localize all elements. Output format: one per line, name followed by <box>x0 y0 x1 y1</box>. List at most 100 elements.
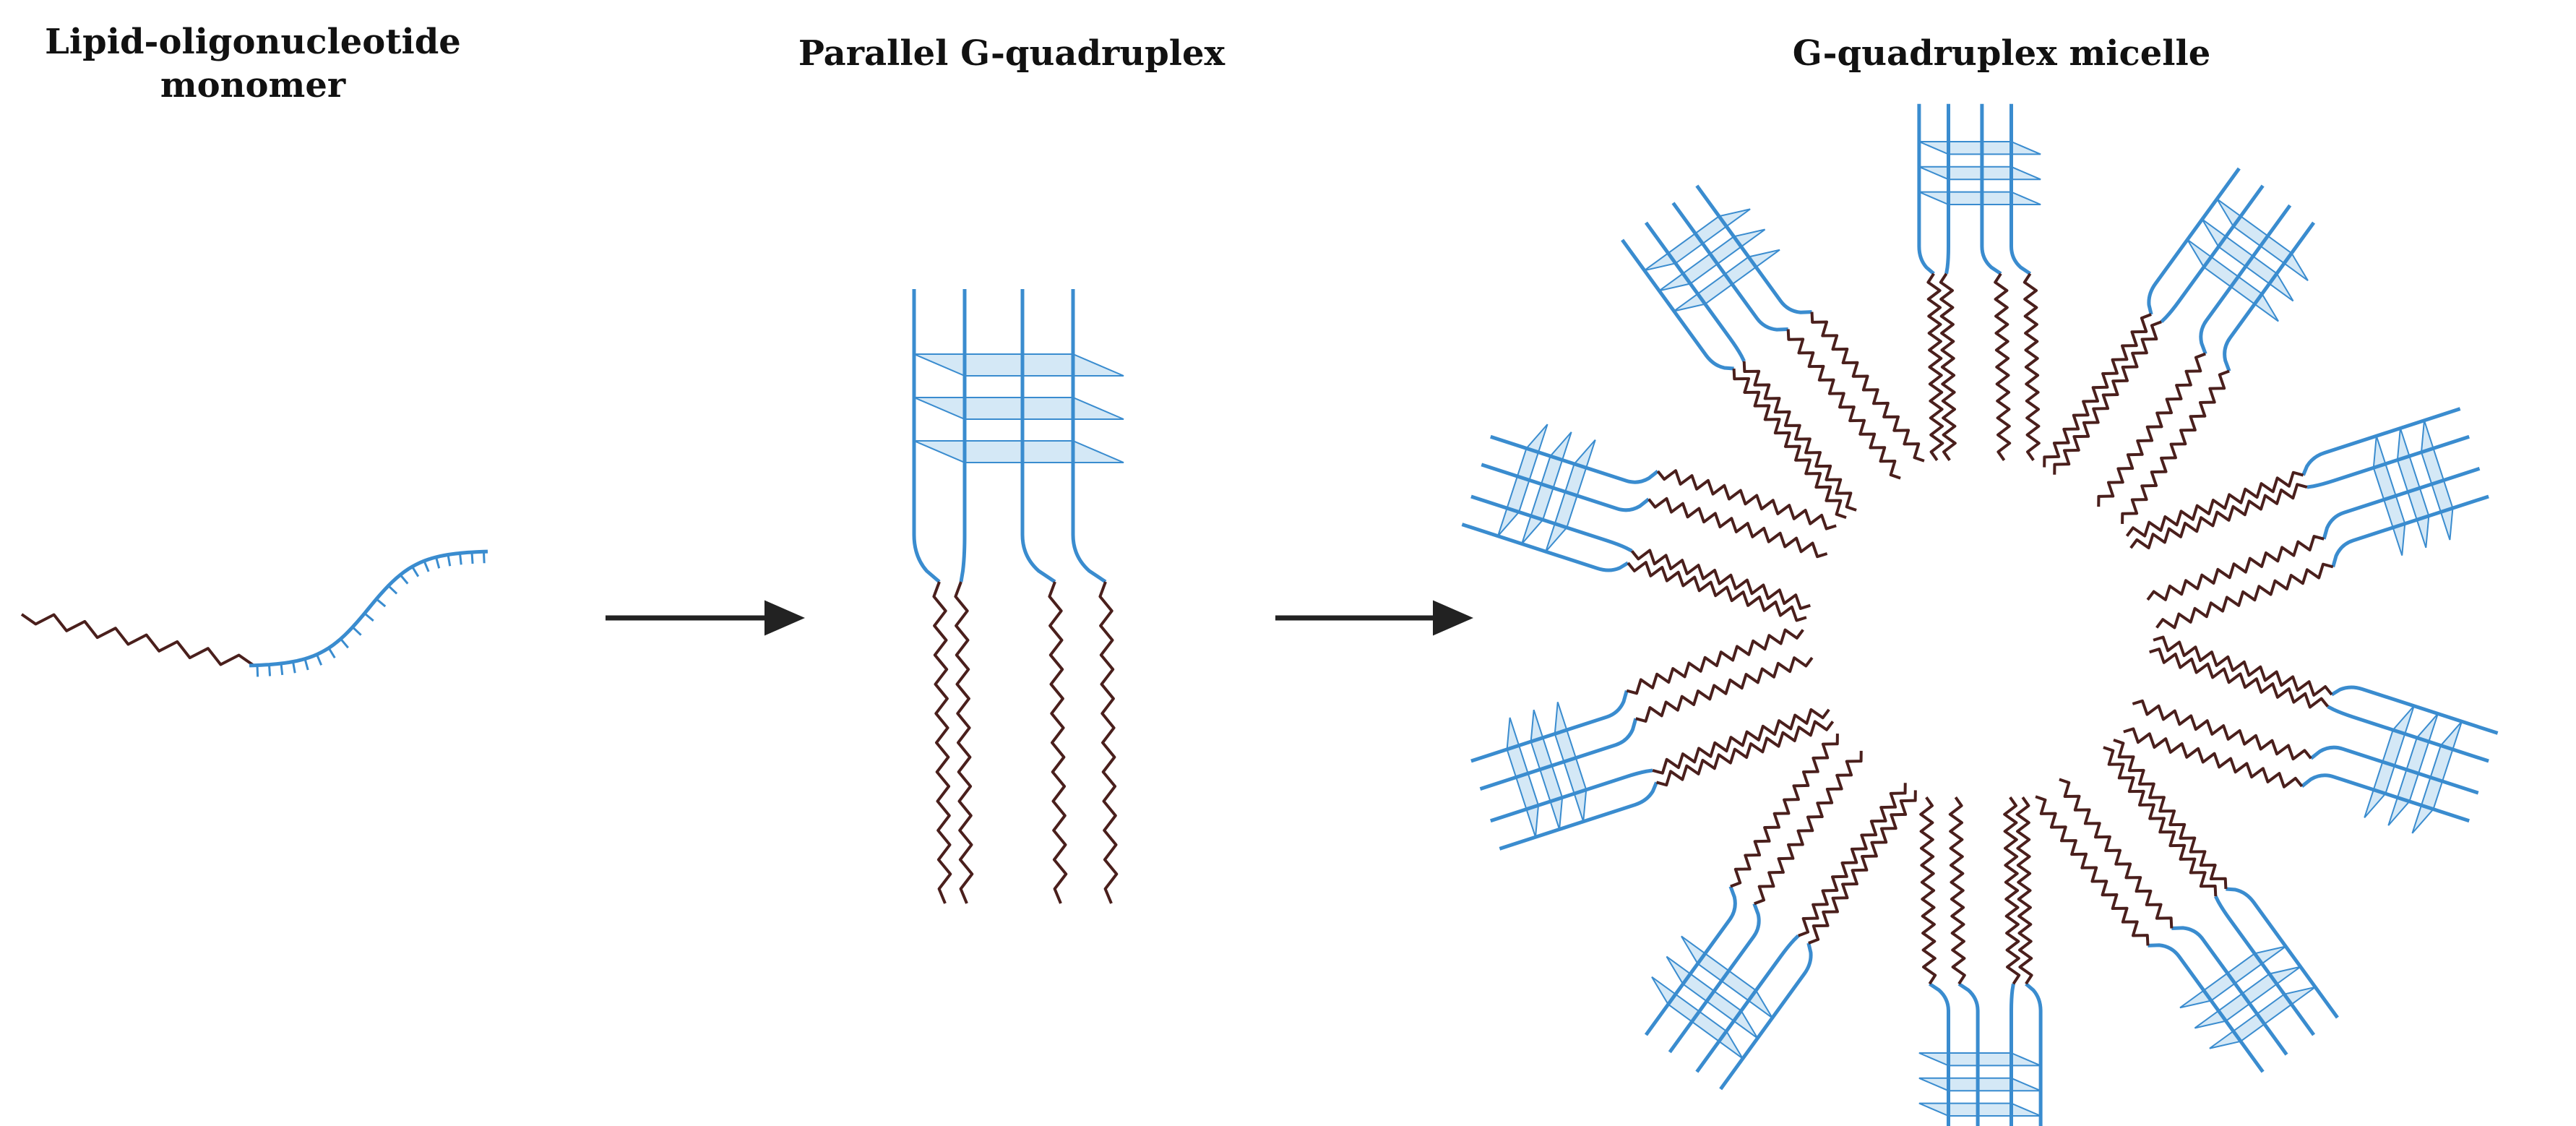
micelle-unit <box>1470 628 1835 851</box>
dna-strand <box>1644 221 1746 362</box>
lipid-tail <box>1798 783 1907 937</box>
dna-strand <box>2331 494 2489 568</box>
base-tick <box>376 598 387 608</box>
micelle-unit <box>1621 184 1925 520</box>
micelle-unit <box>2123 635 2499 834</box>
dna-strand <box>2322 466 2481 540</box>
dna-strand <box>1479 718 1638 791</box>
g-tetrad <box>1918 1102 2041 1117</box>
base-tick <box>423 560 430 572</box>
dna-strand <box>2330 685 2499 735</box>
g-tetrad <box>913 440 1124 463</box>
g-tetrad <box>1918 1052 2041 1067</box>
parallel-g-quadruplex <box>912 289 1124 904</box>
lipid-oligonucleotide-monomer <box>20 549 488 677</box>
dna-strand <box>1719 942 1813 1091</box>
lipid-tail <box>2113 738 2228 890</box>
base-tick <box>316 653 323 666</box>
lipid-tail <box>2097 352 2206 507</box>
dna-strand <box>1944 103 1950 275</box>
lipid-tail <box>2121 369 2230 524</box>
base-tick <box>256 665 259 677</box>
lipid-tail <box>1647 497 1828 559</box>
micelle-unit <box>1644 734 1917 1091</box>
lipid-tail <box>1808 790 1917 945</box>
lipid-tail <box>1048 581 1068 904</box>
lipid-tail <box>1948 796 1966 985</box>
dna-strand <box>1470 494 1633 553</box>
lipid-tail <box>2035 795 2150 946</box>
lipid-tail <box>2003 796 2021 985</box>
g-tetrad <box>1918 166 2041 181</box>
lipid-tail <box>1994 272 2012 461</box>
g-quadruplex-micelle <box>1461 103 2499 1126</box>
dna-strand <box>2327 705 2489 763</box>
g-tetrad <box>913 353 1124 377</box>
micelle-unit <box>1918 796 2043 1126</box>
base-tick <box>340 638 349 649</box>
lipid-tail <box>1656 469 1837 530</box>
base-tick <box>303 658 309 671</box>
lipid-tail <box>1627 561 1807 622</box>
base-tick <box>363 612 374 622</box>
quadruplex-unit <box>912 289 1124 904</box>
lipid-tail <box>932 581 952 904</box>
lipid-tail <box>1919 796 1937 985</box>
lipid-tail <box>1655 720 1835 787</box>
base-tick <box>470 551 474 564</box>
base-tick <box>411 566 420 577</box>
micelle-unit <box>2035 738 2339 1073</box>
dna-strand <box>1499 781 1658 851</box>
dna-strand <box>2171 926 2288 1056</box>
dna-strand <box>2223 221 2316 372</box>
lipid-tail <box>20 613 254 666</box>
dna-strand <box>2025 982 2043 1126</box>
dna-strand <box>2148 943 2265 1073</box>
lipid-tail <box>2015 796 2033 985</box>
dna-strand <box>2306 434 2470 489</box>
micelle-unit <box>2125 407 2489 629</box>
dna-strand <box>2226 887 2339 1019</box>
base-tick <box>483 551 486 564</box>
micelle-unit <box>1917 103 2041 461</box>
dna-strand <box>959 289 967 583</box>
dna-strand <box>1490 434 1659 484</box>
g-tetrad <box>1918 191 2041 205</box>
monomer-title: Lipid-oligonucleotide monomer <box>0 20 506 107</box>
lipid-tail <box>1926 272 1944 461</box>
dna-strand <box>1671 202 1788 332</box>
lipid-tail <box>2146 535 2325 601</box>
base-tick <box>327 647 336 659</box>
dna-strand <box>1668 903 1761 1054</box>
dna-strand <box>1957 982 1980 1126</box>
lipid-tail <box>2103 746 2218 897</box>
dna-strand <box>1621 238 1734 371</box>
lipid-tail <box>1754 750 1863 906</box>
g-tetrad <box>913 397 1124 420</box>
dna-strand <box>1071 289 1107 584</box>
base-tick <box>447 554 452 567</box>
lipid-tail <box>2123 727 2304 788</box>
dna-strand <box>2009 983 2015 1126</box>
micelle-title: G-quadruplex micelle <box>1792 33 2211 74</box>
dna-strand <box>1695 934 1800 1073</box>
dna-strand <box>2147 167 2241 315</box>
base-tick <box>459 553 462 565</box>
base-tick <box>280 663 284 676</box>
dna-strand <box>1490 768 1653 823</box>
monomer-title-line2: monomer <box>160 65 346 106</box>
lipid-tail <box>2153 635 2333 697</box>
lipid-tail <box>1742 361 1857 512</box>
lipid-tail <box>1732 368 1847 520</box>
lipid-tail <box>2043 313 2152 468</box>
lipid-tail <box>1626 628 1804 695</box>
lipid-tail <box>1730 734 1839 888</box>
dna-strand <box>1695 184 1812 314</box>
base-tick <box>351 626 362 636</box>
dna-strand <box>2009 103 2031 275</box>
dna-strand <box>1917 103 1935 275</box>
lipid-tail <box>2132 699 2312 761</box>
dna-strand <box>1020 289 1056 584</box>
